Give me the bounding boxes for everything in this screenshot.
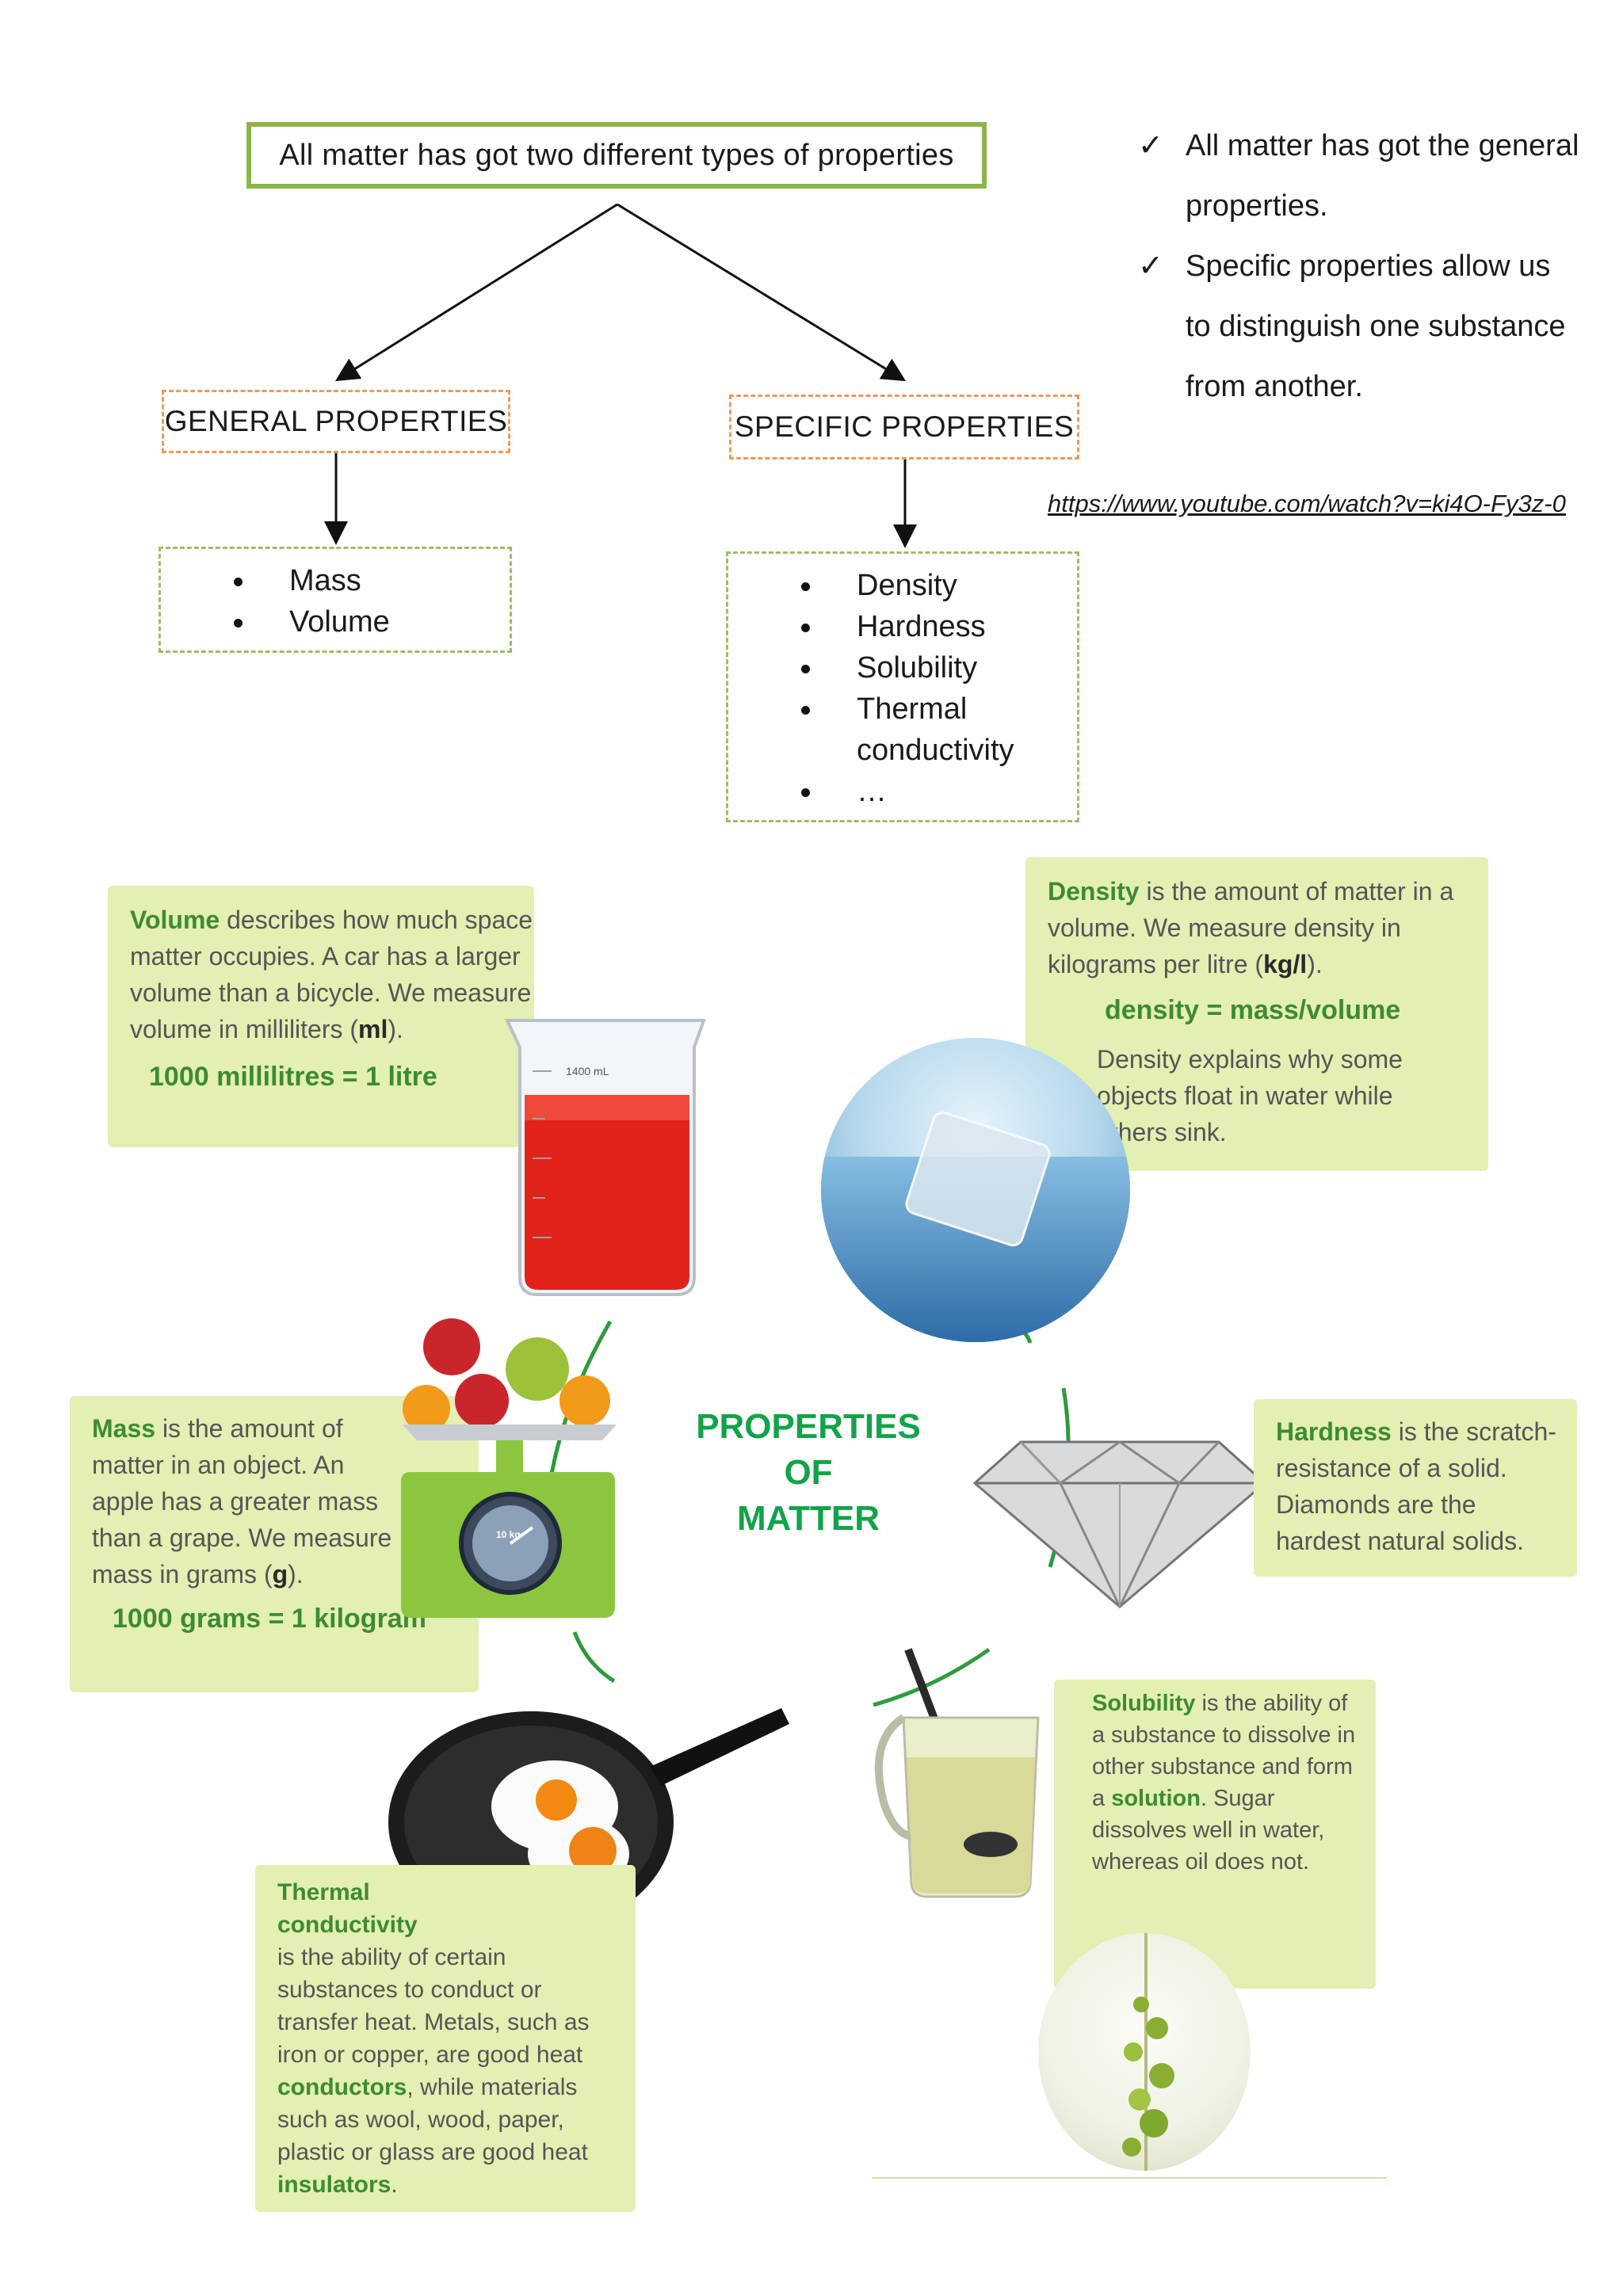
- main-heading-box: All matter has got two different types o…: [246, 122, 987, 189]
- list-item: Hardness: [801, 606, 1055, 647]
- solubility-text2: . Sugar dissolves well in water, whereas…: [1092, 1786, 1325, 1875]
- center-title-line1: PROPERTIES: [696, 1407, 921, 1446]
- thermal-text2: , while materials such as wool, wood, pa…: [277, 2074, 588, 2165]
- solubility-text1: is the ability of a substance to dissolv…: [1092, 1691, 1356, 1811]
- hardness-term: Hardness: [1276, 1417, 1392, 1446]
- specific-list: Density Hardness Solubility Thermal cond…: [801, 565, 1055, 812]
- volume-panel: Volume describes how much space matter o…: [108, 886, 534, 1147]
- volume-term: Volume: [130, 906, 220, 934]
- density-text-end: ).: [1307, 950, 1323, 978]
- density-formula: density = mass/volume: [1105, 995, 1401, 1025]
- specific-list-box: Density Hardness Solubility Thermal cond…: [726, 551, 1079, 822]
- checkmark-icon: ✓: [1138, 129, 1163, 162]
- arrow-to-specific: [617, 203, 907, 382]
- volume-unit: ml: [358, 1015, 388, 1043]
- checkmark-icon: ✓: [1138, 250, 1163, 283]
- mass-formula: 1000 grams = 1 kilogram: [113, 1604, 426, 1634]
- volume-text: describes how much space matter occupies…: [130, 906, 533, 1043]
- center-title-line2: OF: [784, 1453, 833, 1492]
- scale-label: 10 kg: [496, 1529, 521, 1540]
- general-properties-label: GENERAL PROPERTIES: [164, 405, 508, 437]
- tea-glass-image: [872, 1646, 1078, 1900]
- thermal-text1: is the ability of certain substances to …: [277, 1944, 590, 2068]
- thermal-term2: conductors: [277, 2074, 407, 2100]
- list-item: Solubility: [801, 647, 1055, 688]
- density-term: Density: [1048, 877, 1140, 906]
- list-item: Thermal conductivity: [801, 688, 1055, 771]
- arrow-to-general: [334, 203, 618, 382]
- beaker-label: 1400 mL: [566, 1065, 609, 1077]
- thermal-term3: insulators: [277, 2172, 391, 2198]
- solubility-panel: Solubility is the ability of a substance…: [1054, 1680, 1376, 1989]
- mass-unit: g: [272, 1560, 288, 1589]
- density-text: is the amount of matter in a volume. We …: [1048, 877, 1454, 978]
- center-title: PROPERTIES OF MATTER: [689, 1404, 927, 1542]
- note-item: ✓ All matter has got the general propert…: [1138, 116, 1582, 236]
- note-text: Specific properties allow us to distingu…: [1186, 250, 1566, 403]
- thermal-panel: Thermal conductivity is the ability of c…: [255, 1865, 636, 2212]
- density-extra: Density explains why some objects float …: [1097, 1045, 1403, 1146]
- specific-properties-box: SPECIFIC PROPERTIES: [729, 395, 1079, 460]
- density-unit: kg/l: [1263, 950, 1308, 978]
- list-item: Density: [801, 565, 1055, 606]
- hardness-panel: Hardness is the scratch-resistance of a …: [1254, 1399, 1577, 1577]
- connector-arc-4: [873, 1647, 991, 1707]
- ice-water-image: [821, 1038, 1130, 1342]
- beaker-image: 1400 mL: [496, 1016, 718, 1298]
- video-link[interactable]: https://www.youtube.com/watch?v=ki4O-Fy3…: [1048, 490, 1566, 517]
- general-list-box: Mass Volume: [158, 547, 512, 653]
- mass-term: Mass: [92, 1414, 156, 1443]
- solubility-term: Solubility: [1092, 1691, 1196, 1716]
- diamond-image: [973, 1426, 1266, 1608]
- specific-properties-label: SPECIFIC PROPERTIES: [734, 410, 1075, 443]
- main-heading: All matter has got two different types o…: [279, 138, 954, 172]
- thermal-term: Thermal conductivity: [277, 1879, 418, 1938]
- dissolving-image: [1038, 1933, 1251, 2171]
- list-item: …: [801, 771, 1055, 812]
- mass-text: is the amount of matter in an object. An…: [92, 1414, 392, 1589]
- volume-formula: 1000 millilitres = 1 litre: [149, 1062, 437, 1092]
- list-item: Mass: [234, 560, 390, 601]
- general-list: Mass Volume: [234, 560, 390, 643]
- center-title-line3: MATTER: [736, 1499, 880, 1538]
- hardness-text: is the scratch-resistance of a solid. Di…: [1276, 1417, 1556, 1555]
- volume-text-end: ).: [388, 1015, 403, 1043]
- notes-list: ✓ All matter has got the general propert…: [1138, 116, 1582, 417]
- general-properties-box: GENERAL PROPERTIES: [162, 390, 510, 453]
- list-item: Volume: [234, 601, 390, 643]
- note-item: ✓ Specific properties allow us to distin…: [1138, 236, 1582, 417]
- thermal-text3: .: [391, 2172, 398, 2198]
- scale-image: 10 kg: [395, 1314, 624, 1623]
- note-text: All matter has got the general propertie…: [1186, 129, 1579, 223]
- mass-text-end: ).: [288, 1560, 304, 1589]
- divider: [872, 2177, 1387, 2179]
- connector-arc-3: [572, 1631, 616, 1684]
- solubility-term2: solution: [1111, 1786, 1201, 1811]
